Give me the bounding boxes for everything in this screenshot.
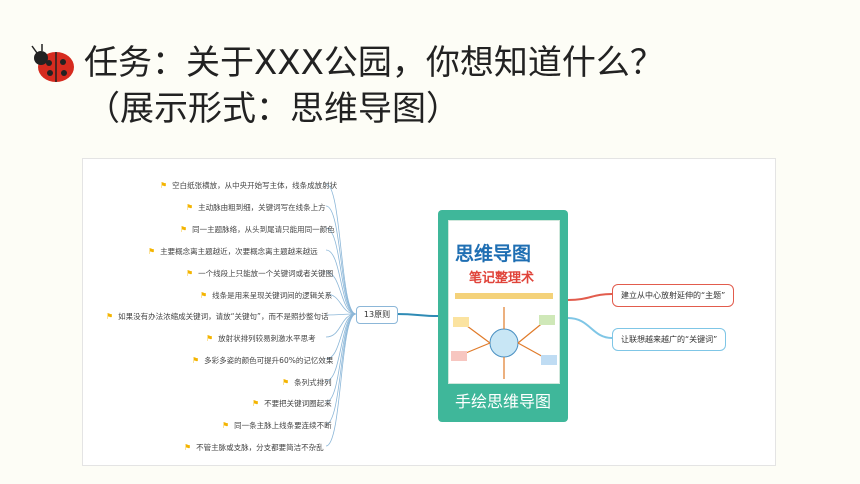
flag-icon: ⚑ xyxy=(200,291,208,300)
branch-13: ⚑不管主脉或支脉，分支都要简洁不杂乱 xyxy=(184,443,324,452)
branch-8: ⚑放射状排列较易刺激水平思考 xyxy=(206,334,316,343)
flag-icon: ⚑ xyxy=(186,269,194,278)
book-title: 思维导图 xyxy=(455,243,532,265)
branch-11: ⚑不要把关键词圈起来 xyxy=(252,399,332,408)
flag-icon: ⚑ xyxy=(192,356,200,365)
flag-icon: ⚑ xyxy=(186,203,194,212)
book-subtitle: 笔记整理术 xyxy=(469,271,535,286)
flag-icon: ⚑ xyxy=(222,421,230,430)
right-topic-1: 建立从中心放射延伸的“主题” xyxy=(612,284,735,307)
flag-icon: ⚑ xyxy=(180,225,188,234)
task-title: 任务：关于XXX公园，你想知道什么？ xyxy=(84,43,664,83)
central-caption: 手绘思维导图 xyxy=(454,392,551,411)
flag-icon: ⚑ xyxy=(106,312,114,321)
task-subtitle: （展示形式：思维导图） xyxy=(86,89,460,129)
branch-9: ⚑多彩多姿的颜色可提升60%的记忆效果 xyxy=(192,356,334,365)
flag-icon: ⚑ xyxy=(206,334,214,343)
book-cover-image: 思维导图 笔记整理术 xyxy=(448,220,560,384)
branch-3: ⚑同一主题脉络，从头到尾请只能用同一颜色 xyxy=(180,225,335,234)
flag-icon: ⚑ xyxy=(252,399,260,408)
branch-6: ⚑线条是用来呈现关键词间的逻辑关系 xyxy=(200,291,333,300)
right-topic-2: 让联想越来越广的“关键词” xyxy=(612,328,727,351)
task-heading: 任务：关于XXX公园，你想知道什么？ （展示形式：思维导图） xyxy=(30,40,664,132)
flag-icon: ⚑ xyxy=(184,443,192,452)
ladybug-icon xyxy=(31,44,74,82)
branch-10: ⚑条列式排列 xyxy=(282,378,332,387)
flag-icon: ⚑ xyxy=(282,378,290,387)
book-band xyxy=(455,293,553,299)
flag-icon: ⚑ xyxy=(160,181,168,190)
branch-1: ⚑空白纸张横放，从中央开始写主体，线条成放射状 xyxy=(160,181,338,190)
central-topic: 思维导图 笔记整理术 手绘思维导图 xyxy=(438,210,568,422)
branch-12: ⚑同一条主脉上线条要连续不断 xyxy=(222,421,332,430)
branch-5: ⚑一个线段上只能放一个关键词或者关键图 xyxy=(186,269,334,278)
branch-2: ⚑主动脉由粗到细，关键词写在线条上方 xyxy=(186,203,326,212)
flag-icon: ⚑ xyxy=(148,247,156,256)
mind-map-image xyxy=(82,158,776,466)
branch-7: ⚑如果没有办法浓缩成关键词，请放“关键句”，而不是照抄整句话 xyxy=(106,312,329,321)
branch-4: ⚑主要概念离主题越近，次要概念离主题越来越远 xyxy=(148,247,318,256)
principles-node: 13原则 xyxy=(356,306,398,324)
book-illustration xyxy=(451,307,557,379)
